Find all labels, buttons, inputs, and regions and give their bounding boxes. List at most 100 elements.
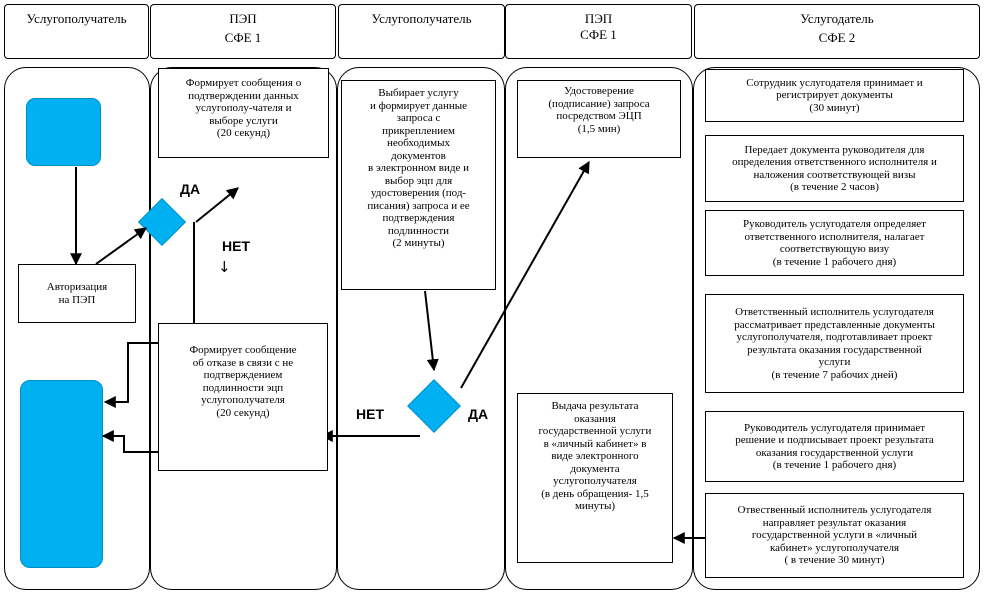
label-no-arrow: ↓ bbox=[218, 258, 231, 276]
box-text: посредством ЭЦП bbox=[556, 110, 642, 122]
box-text: направляет результат оказания bbox=[762, 516, 907, 529]
box-text: (в день обращения- 1,5 bbox=[541, 487, 649, 500]
header-line1: ПЭП bbox=[229, 11, 257, 26]
box-text: услугополу-чателя и bbox=[195, 102, 292, 114]
box-text: соответствующую визу bbox=[779, 243, 890, 255]
box-text: услугополучателя, подготавливает проект bbox=[736, 331, 933, 343]
box-text: виде электронного bbox=[551, 450, 639, 462]
box-text: рассматривает представленные документы bbox=[734, 318, 935, 331]
box-text: услуги bbox=[818, 356, 851, 368]
box-text: выбор эцп для bbox=[384, 174, 453, 187]
box-select-service: Выбирает услугу и формирует данные запро… bbox=[341, 80, 496, 290]
box-text: прикреплением bbox=[382, 124, 455, 137]
box-text: регистрирует документы bbox=[776, 89, 893, 102]
box-text: услугополучателя bbox=[553, 475, 637, 487]
box-text: удостоверения (под- bbox=[370, 187, 467, 199]
header-provider: Услугодатель СФЕ 2 bbox=[694, 4, 980, 59]
box-text: результата оказания государственной bbox=[747, 343, 922, 356]
box-text: решение и подписывает проект результата bbox=[735, 434, 934, 446]
label-no-2: НЕТ bbox=[356, 406, 384, 422]
box-text: минуты) bbox=[574, 500, 616, 512]
box-text: Удостоверение bbox=[564, 85, 634, 97]
box-text: Авторизация bbox=[46, 281, 108, 293]
box-text: определения ответственного исполнителя и bbox=[732, 156, 937, 168]
header-pep-2: ПЭП СФЕ 1 bbox=[505, 4, 692, 59]
box-text: оказания bbox=[574, 412, 616, 425]
box-text: Выдача результата bbox=[551, 400, 639, 412]
box-text: кабинет» услугополучателя bbox=[769, 541, 900, 554]
header-line1: Услугополучатель bbox=[371, 11, 472, 26]
box-text: (в течение 7 рабочих дней) bbox=[771, 368, 898, 381]
box-text: (30 минут) bbox=[809, 101, 860, 114]
header-line2: СФЕ 1 bbox=[580, 27, 617, 42]
box-text: (в течение 1 рабочего дня) bbox=[772, 459, 897, 471]
arrow-yes-to-sign bbox=[460, 160, 590, 389]
header-line2: СФЕ 2 bbox=[818, 30, 856, 45]
box-text: подлинности эцп bbox=[202, 381, 284, 394]
box-provider-step-2: Передает документа руководителя для опре… bbox=[705, 135, 964, 202]
box-text: писания) запроса и ее bbox=[367, 199, 470, 212]
box-text: (подписание) запроса bbox=[548, 97, 650, 110]
box-text: (2 минуты) bbox=[392, 237, 445, 249]
box-text: Ответственный исполнитель услугодателя bbox=[735, 306, 934, 318]
header-recipient-1: Услугополучатель bbox=[4, 4, 149, 59]
box-text: документа bbox=[570, 462, 620, 475]
box-text: услугополучателя bbox=[201, 394, 285, 406]
box-text: (20 секунд) bbox=[216, 127, 271, 139]
box-text: на ПЭП bbox=[58, 293, 96, 306]
box-text: об отказе в связи с не bbox=[192, 356, 294, 369]
box-provider-step-3: Руководитель услугодателя определяет отв… bbox=[705, 210, 964, 276]
box-confirm-message: Формирует сообщения о подтверждении данн… bbox=[158, 68, 329, 158]
box-text: Передает документа руководителя для bbox=[744, 143, 925, 156]
box-text: выборе услуги bbox=[209, 114, 278, 127]
header-recipient-2: Услугополучатель bbox=[338, 4, 505, 59]
arrow-refusal-to-end-2 bbox=[101, 430, 158, 453]
box-text: (в течение 1 рабочего дня) bbox=[772, 255, 897, 268]
box-text: ответственного исполнителя, налагает bbox=[744, 230, 925, 243]
box-text: государственной услуги в «личный bbox=[751, 529, 918, 542]
box-provider-step-6: Отвественный исполнитель услугодателя на… bbox=[705, 493, 964, 578]
box-provider-step-1: Сотрудник услугодателя принимает и регис… bbox=[705, 69, 964, 122]
arrow-auth-to-decision bbox=[95, 227, 147, 265]
box-text: государственной услуги bbox=[538, 425, 652, 437]
end-terminator bbox=[20, 380, 103, 568]
box-provider-step-5: Руководитель услугодателя принимает реше… bbox=[705, 411, 964, 482]
box-text: (20 секунд) bbox=[216, 406, 270, 419]
box-text: наложения соответствующей визы bbox=[753, 168, 916, 181]
arrow-yes-up bbox=[195, 187, 239, 223]
start-terminator bbox=[26, 98, 101, 166]
header-line1: Услугодатель bbox=[800, 11, 874, 26]
header-line1: ПЭП bbox=[584, 11, 613, 26]
box-text: Руководитель услугодателя принимает bbox=[743, 421, 926, 434]
box-text: Формирует сообщения о bbox=[185, 77, 302, 89]
box-text: (1,5 мин) bbox=[577, 122, 621, 135]
box-text: оказания государственной услуги bbox=[755, 446, 914, 459]
box-issue-result: Выдача результата оказания государственн… bbox=[517, 393, 673, 563]
box-sign-request: Удостоверение (подписание) запроса посре… bbox=[517, 80, 681, 158]
box-text: и формирует данные bbox=[369, 99, 468, 112]
box-text: подлинности bbox=[387, 224, 450, 237]
box-text: подтверждения bbox=[382, 212, 455, 224]
box-text: Руководитель услугодателя определяет bbox=[743, 218, 926, 230]
box-text: документов bbox=[391, 149, 446, 162]
label-yes-1: ДА bbox=[180, 181, 201, 197]
box-text: в «личный кабинет» в bbox=[543, 437, 647, 450]
box-provider-step-4: Ответственный исполнитель услугодателя р… bbox=[705, 294, 964, 393]
box-text: необходимых bbox=[386, 137, 451, 149]
box-text: Отвественный исполнитель услугодателя bbox=[737, 504, 932, 517]
box-text: в электронном виде и bbox=[368, 162, 469, 174]
header-line2: СФЕ 1 bbox=[224, 30, 262, 45]
box-text: подтверждением bbox=[203, 369, 283, 381]
arrow-refusal-to-end-1 bbox=[103, 342, 158, 408]
label-yes-2: ДА bbox=[468, 406, 489, 422]
arrow-select-to-decision bbox=[424, 290, 439, 372]
box-refusal-message: Формирует сообщение об отказе в связи с … bbox=[158, 323, 328, 471]
box-text: подтверждении данных bbox=[188, 89, 299, 102]
box-text: (в течение 2 часов) bbox=[790, 181, 879, 193]
header-line1: Услугополучатель bbox=[26, 11, 127, 26]
box-text: Сотрудник услугодателя принимает и bbox=[746, 76, 923, 89]
box-authorization: Авторизация на ПЭП bbox=[18, 264, 136, 323]
box-text: запроса с bbox=[396, 112, 441, 124]
box-text: Формирует сообщение bbox=[189, 344, 297, 356]
